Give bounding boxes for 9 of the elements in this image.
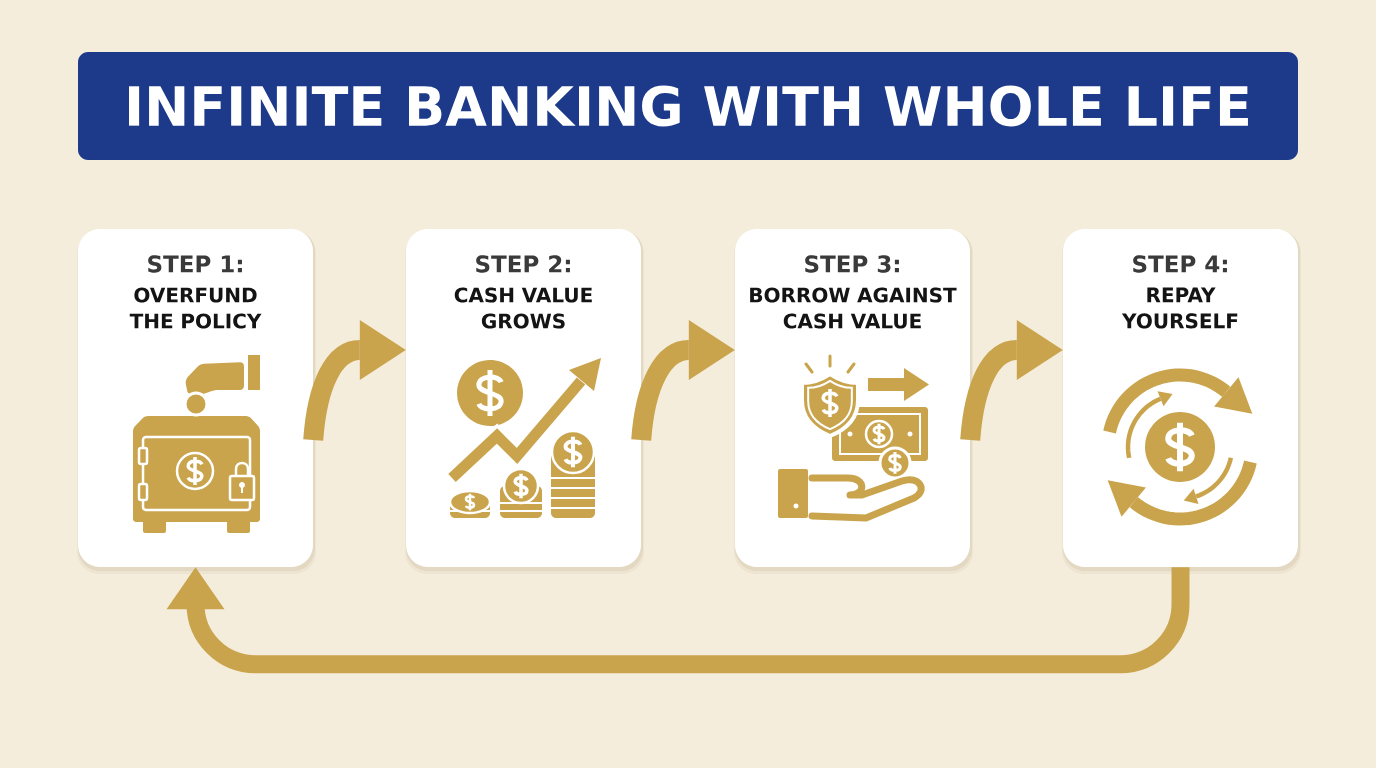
- step-heading: STEP 3:: [805, 255, 899, 273]
- title-banner: INFINITE BANKING WITH WHOLE LIFE: [78, 52, 1298, 160]
- step-heading: STEP 1:: [148, 255, 242, 273]
- step-title: CASH VALUE GROWS: [454, 287, 592, 329]
- step-heading: STEP 2:: [476, 255, 570, 273]
- step-title: REPAY YOURSELF: [1121, 287, 1238, 329]
- step-title: OVERFUND THE POLICY: [129, 287, 262, 329]
- step-heading: STEP 4:: [1133, 255, 1227, 273]
- step-title: BORROW AGAINST CASH VALUE: [750, 287, 957, 329]
